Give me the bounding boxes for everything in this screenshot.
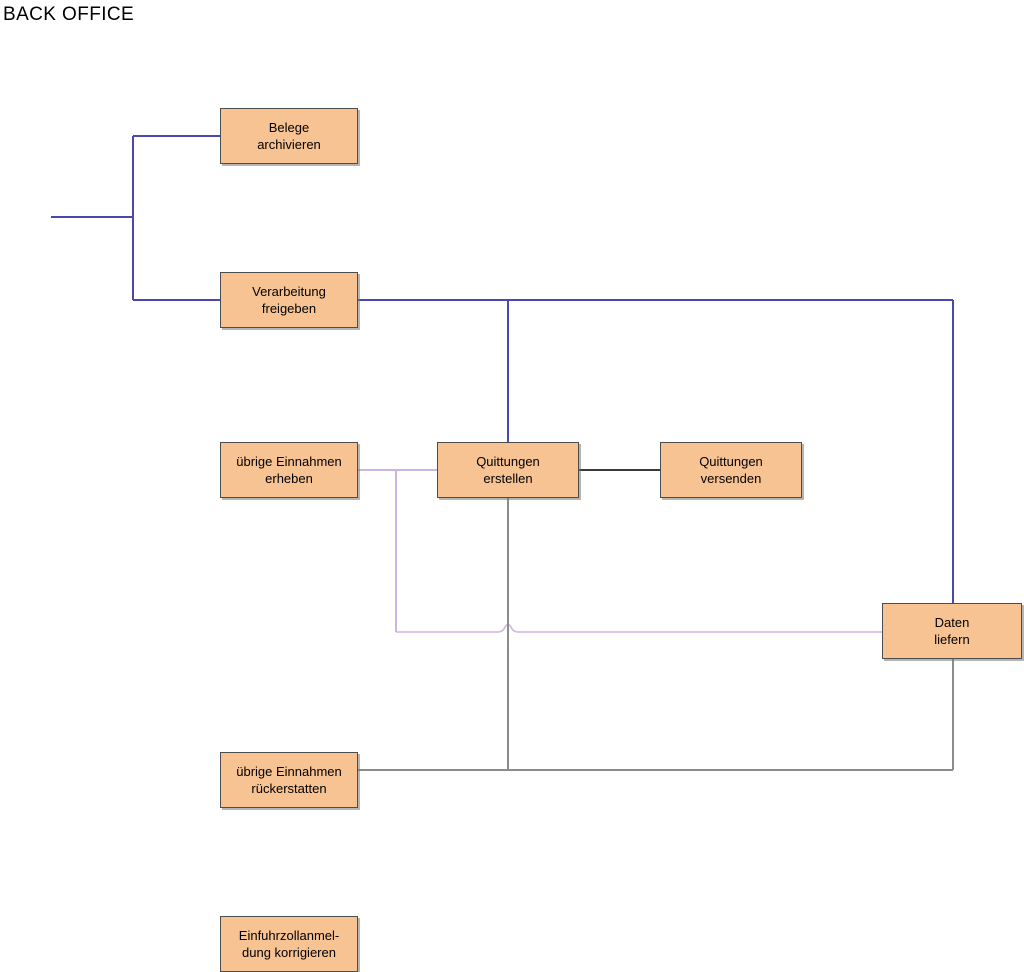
node-label: Verarbeitung freigeben	[252, 284, 326, 316]
node-label: Einfuhrzollanmel- dung korrigieren	[238, 928, 340, 960]
node-label: Belege archivieren	[257, 120, 321, 152]
node-label: Quittungen versenden	[699, 454, 763, 486]
node-belege-archivieren[interactable]: Belege archivieren	[220, 108, 358, 164]
connector-lavender-bus-to-daten-liefern	[396, 623, 882, 633]
node-label: Quittungen erstellen	[476, 454, 540, 486]
node-label: übrige Einnahmen rückerstatten	[236, 764, 342, 796]
node-daten-liefern[interactable]: Daten liefern	[882, 603, 1022, 659]
node-uebrige-einnahmen-erheben[interactable]: übrige Einnahmen erheben	[220, 442, 358, 498]
node-quittungen-erstellen[interactable]: Quittungen erstellen	[437, 442, 579, 498]
node-verarbeitung-freigeben[interactable]: Verarbeitung freigeben	[220, 272, 358, 328]
node-label: übrige Einnahmen erheben	[236, 454, 342, 486]
node-einfuhrzollanmeldung-korrigieren[interactable]: Einfuhrzollanmel- dung korrigieren	[220, 916, 358, 972]
node-label: Daten liefern	[934, 615, 970, 647]
page-title: BACK OFFICE	[3, 4, 135, 25]
node-uebrige-einnahmen-rueckerstatten[interactable]: übrige Einnahmen rückerstatten	[220, 752, 358, 808]
node-quittungen-versenden[interactable]: Quittungen versenden	[660, 442, 802, 498]
